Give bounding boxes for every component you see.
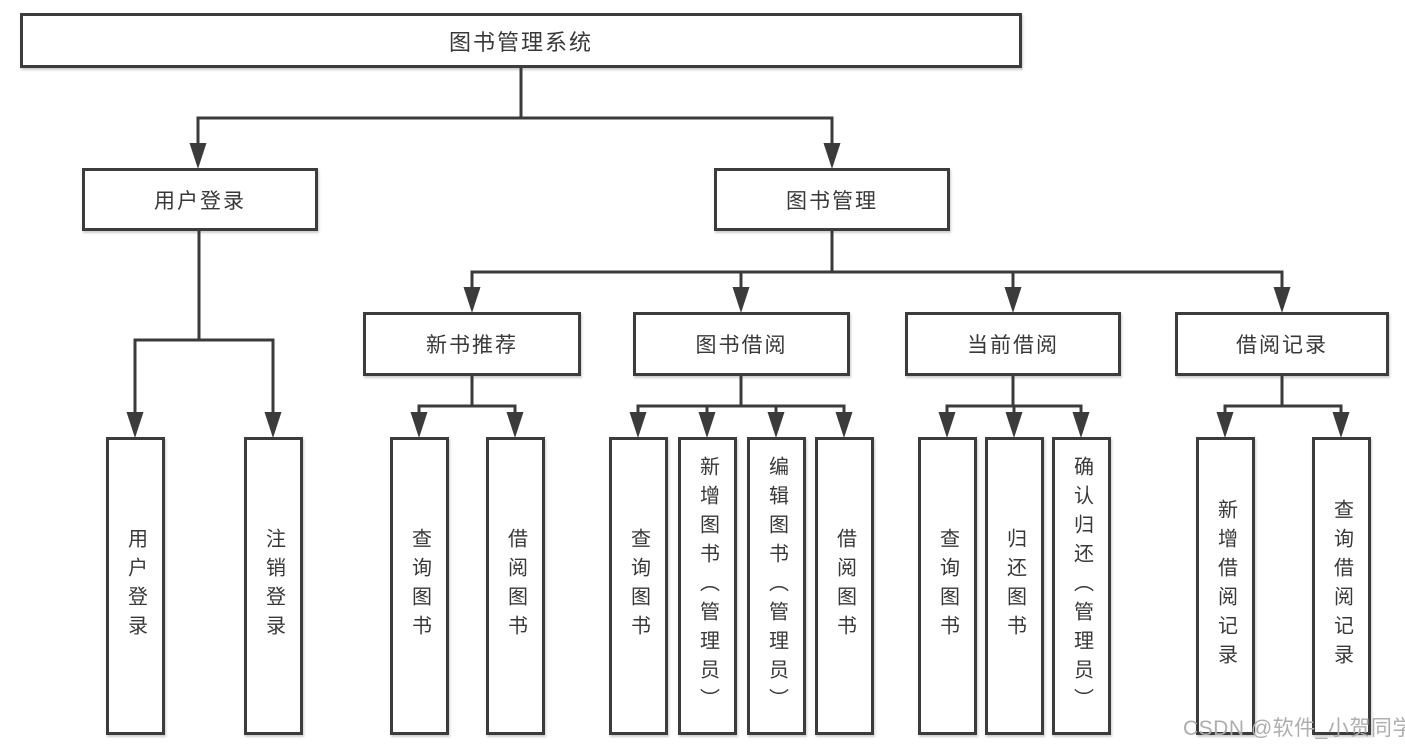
connector-book-management-split [463, 231, 1291, 313]
arrow-down-icon [938, 412, 956, 438]
node-book-management: 图书管理 [714, 168, 950, 231]
leaf-query-borrow-record: 查询借阅记录 [1312, 437, 1371, 735]
leaf-query-books-current: 查询图书 [918, 437, 977, 735]
leaf-query-books-borrowing: 查询图书 [609, 437, 668, 735]
node-new-book-recommend: 新书推荐 [363, 312, 581, 376]
leaf-edit-books-admin: 编辑图书（管理员） [747, 437, 806, 735]
leaf-label: 新增图书（管理员） [696, 455, 719, 717]
connector-book-borrowing-split [629, 375, 853, 438]
leaf-query-books-recommend: 查询图书 [390, 437, 449, 735]
leaf-label: 注销登录 [262, 528, 285, 644]
arrow-down-icon [264, 412, 282, 438]
arrow-down-icon [1005, 412, 1023, 438]
node-book-borrowing: 图书借阅 [633, 312, 850, 376]
leaf-label: 归还图书 [1003, 528, 1026, 644]
arrow-down-icon [189, 143, 207, 169]
arrow-down-icon [126, 412, 144, 438]
arrow-down-icon [823, 143, 841, 169]
leaf-logout-login: 注销登录 [244, 437, 303, 735]
connector-new-book-recommend-split [410, 375, 524, 438]
leaf-label: 查询图书 [627, 528, 650, 644]
leaf-label: 借阅图书 [504, 528, 527, 644]
csdn-watermark: CSDN @软件_小贺同学 [1183, 717, 1405, 740]
leaf-label: 用户登录 [124, 528, 147, 644]
arrow-down-icon [732, 287, 750, 313]
connector-current-borrowing-split [938, 375, 1090, 438]
leaf-borrow-books-borrowing: 借阅图书 [815, 437, 874, 735]
leaf-label: 编辑图书（管理员） [765, 455, 788, 717]
arrow-down-icon [463, 287, 481, 313]
arrow-down-icon [1332, 412, 1350, 438]
arrow-down-icon [835, 412, 853, 438]
arrow-down-icon [1072, 412, 1090, 438]
node-current-borrowing: 当前借阅 [905, 312, 1121, 376]
leaf-borrow-books-recommend: 借阅图书 [486, 437, 545, 735]
arrow-down-icon [1004, 287, 1022, 313]
arrow-down-icon [410, 412, 428, 438]
leaf-confirm-return-admin: 确认归还（管理员） [1052, 437, 1111, 735]
leaf-label: 查询图书 [936, 528, 959, 644]
arrow-down-icon [698, 412, 716, 438]
node-root: 图书管理系统 [20, 13, 1022, 68]
leaf-user-login: 用户登录 [106, 437, 165, 735]
node-borrowing-records: 借阅记录 [1175, 312, 1389, 376]
arrow-down-icon [1273, 287, 1291, 313]
connector-root-split [189, 68, 841, 169]
leaf-label: 确认归还（管理员） [1070, 455, 1093, 717]
leaf-label: 查询图书 [408, 528, 431, 644]
arrow-down-icon [1216, 412, 1234, 438]
leaf-add-borrow-record: 新增借阅记录 [1196, 437, 1255, 735]
connector-borrowing-records-split [1216, 375, 1350, 438]
leaf-label: 查询借阅记录 [1330, 499, 1353, 673]
leaf-add-books-admin: 新增图书（管理员） [678, 437, 737, 735]
arrow-down-icon [629, 412, 647, 438]
arrow-down-icon [506, 412, 524, 438]
node-user-login: 用户登录 [82, 168, 318, 231]
arrow-down-icon [767, 412, 785, 438]
leaf-label: 新增借阅记录 [1214, 499, 1237, 673]
leaf-return-books: 归还图书 [985, 437, 1044, 735]
connector-user-login-split [126, 231, 282, 438]
leaf-label: 借阅图书 [833, 528, 856, 644]
